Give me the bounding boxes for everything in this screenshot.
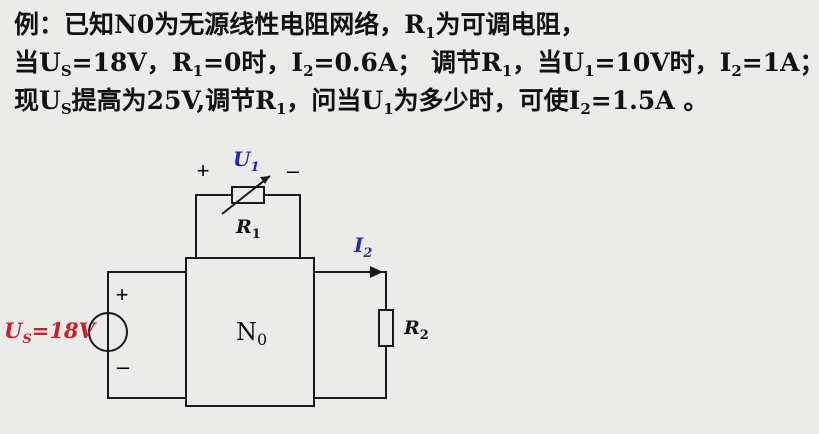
text-segment: =0.6A； 调节R — [313, 48, 502, 77]
problem-line-3: 现US提高为25V,调节R1，问当U1为多少时，可使I2=1.5A 。 — [14, 82, 814, 120]
text-segment: 现U — [14, 86, 61, 115]
network-label-main: N — [236, 318, 257, 346]
r1-branch-wires — [195, 194, 301, 258]
network-n0-box — [185, 257, 315, 407]
r1-label: R1 — [235, 216, 261, 242]
text-segment: ，当U — [512, 48, 585, 77]
r2-label-sub: 2 — [420, 328, 429, 343]
u1-label: U1 — [233, 147, 260, 175]
network-label-sub: 0 — [257, 330, 267, 349]
source-loop-wires — [107, 271, 186, 399]
subscript: 2 — [580, 100, 591, 118]
problem-statement: 例：已知N0为无源线性电阻网络，R1为可调电阻， 当US=18V，R1=0时，I… — [14, 6, 819, 120]
source-label-value: =18V — [32, 318, 98, 343]
text-segment: 例：已知 — [14, 10, 115, 39]
subscript: 1 — [383, 100, 394, 118]
r2-label-main: R — [403, 317, 420, 339]
output-loop-wires — [314, 271, 387, 399]
text-segment: ，问当U — [286, 86, 384, 115]
u1-minus-sign: – — [287, 158, 300, 183]
text-segment: 为可调电阻， — [435, 10, 586, 39]
r2-label: R2 — [403, 317, 429, 343]
text-segment: 提高为25V,调节R — [71, 86, 276, 115]
r1-label-sub: 1 — [252, 227, 261, 242]
source-label-sub: S — [22, 332, 31, 347]
text-segment: 为无源线性电阻网络， — [154, 10, 405, 39]
source-plus-sign: + — [116, 282, 129, 307]
subscript: S — [60, 62, 72, 80]
subscript: 2 — [303, 62, 314, 80]
text-segment: =18V，R — [71, 48, 193, 77]
network-label: N0 — [236, 318, 267, 349]
text-segment: =1A； — [741, 48, 819, 77]
r1-label-main: R — [235, 216, 252, 238]
subscript: 1 — [584, 62, 595, 80]
source-minus-sign: – — [117, 354, 130, 379]
resistor-r2 — [378, 309, 394, 347]
text-segment: =10V时，I — [594, 48, 732, 77]
problem-line-2: 当US=18V，R1=0时，I2=0.6A； 调节R1，当U1=10V时，I2=… — [14, 44, 819, 82]
text-segment: =1.5A 。 — [590, 86, 709, 115]
text-segment: R — [404, 10, 426, 39]
subscript: 1 — [275, 100, 287, 118]
problem-line-1: 例：已知N0为无源线性电阻网络，R1为可调电阻， — [14, 6, 814, 44]
u1-plus-sign: + — [197, 158, 210, 183]
subscript: S — [60, 100, 72, 118]
variable-resistor-r1 — [221, 175, 271, 215]
subscript: 2 — [731, 62, 742, 80]
subscript: 1 — [425, 24, 436, 42]
text-segment: N0 — [114, 10, 155, 39]
source-label-main: U — [4, 318, 24, 343]
source-us-label: US=18V — [4, 318, 98, 347]
subscript: 1 — [192, 62, 204, 80]
i2-label-sub: 2 — [362, 246, 372, 261]
text-segment: 当U — [14, 48, 61, 77]
subscript: 1 — [501, 62, 513, 80]
text-segment: =0时，I — [203, 48, 304, 77]
i2-label-main: I — [353, 233, 364, 257]
text-segment: 为多少时，可使I — [393, 86, 581, 115]
u1-label-main: U — [233, 147, 252, 171]
i2-label: I2 — [353, 233, 372, 261]
i2-arrow-icon — [370, 266, 383, 278]
u1-label-sub: 1 — [250, 160, 259, 175]
